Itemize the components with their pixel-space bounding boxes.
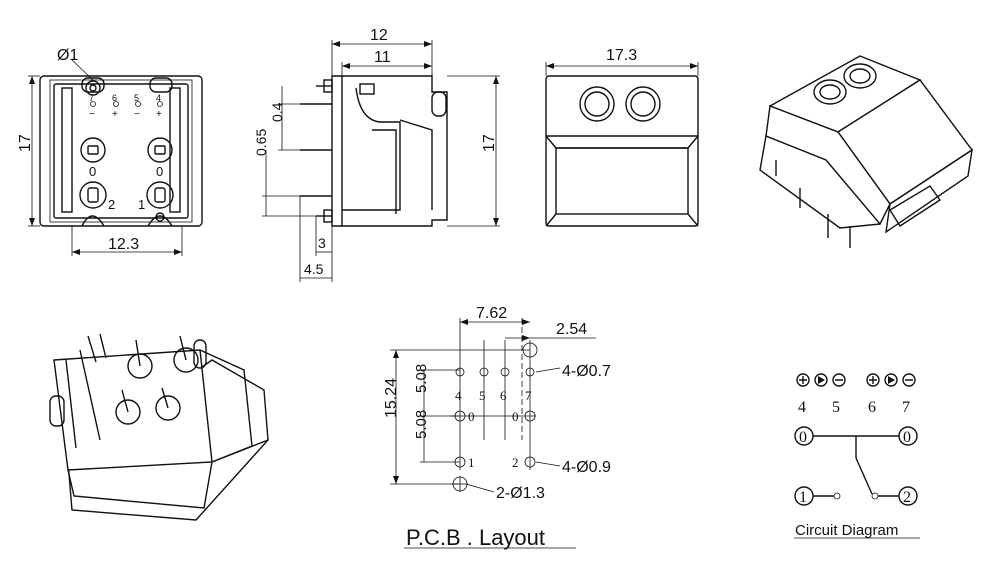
side-view xyxy=(262,40,500,282)
circuit-pin-6: 6 xyxy=(868,399,876,416)
circuit-title: Circuit Diagram xyxy=(795,522,898,539)
pin-sign-7: − xyxy=(89,109,95,120)
pcb-title: P.C.B . Layout xyxy=(406,525,545,550)
mid-label-left: 0 xyxy=(89,164,96,179)
pcb-pin-4: 4 xyxy=(455,388,462,403)
hole-dia-label: Ø1 xyxy=(57,47,78,64)
pcb-hole-a-label: 4-Ø0.7 xyxy=(562,363,611,380)
pin-gap-a-label: 0.4 xyxy=(269,102,285,122)
side-width-inner-label: 11 xyxy=(374,49,391,66)
circuit-pin-7: 7 xyxy=(902,399,910,416)
pcb-bottom-pin-1: 1 xyxy=(468,455,475,470)
side-width-outer-label: 12 xyxy=(370,27,388,44)
pin-sign-4: + xyxy=(156,109,162,120)
bottom-label-1: 1 xyxy=(138,197,145,212)
mid-label-right: 0 xyxy=(156,164,163,179)
isometric-view-top xyxy=(759,55,974,248)
bottom-label-2: 2 xyxy=(108,197,115,212)
top-view xyxy=(545,62,699,227)
pcb-pitch-x-label: 7.62 xyxy=(476,305,507,322)
pcb-row-gap-2-label: 5.08 xyxy=(413,410,430,439)
pcb-height-total-label: 15.24 xyxy=(383,378,400,418)
pin-label-4: 4 xyxy=(156,93,161,103)
side-height-label: 17 xyxy=(481,134,498,152)
circuit-pin-4: 4 xyxy=(798,399,806,416)
pcb-pin-5: 5 xyxy=(479,388,486,403)
isometric-view-bottom xyxy=(49,333,269,521)
pcb-pin-7: 7 xyxy=(525,388,532,403)
front-width-label: 12.3 xyxy=(108,236,139,253)
pcb-row-gap-1-label: 5.08 xyxy=(413,364,430,393)
pin-offset-b-label: 4.5 xyxy=(304,261,324,277)
pin-label-5: 5 xyxy=(134,93,139,103)
top-width-label: 17.3 xyxy=(606,47,637,64)
circuit-common-right: 0 xyxy=(903,429,911,446)
pcb-pitch-small-label: 2.54 xyxy=(556,321,587,338)
pcb-pin-6: 6 xyxy=(500,388,507,403)
pcb-bottom-pin-2: 2 xyxy=(512,455,519,470)
front-view xyxy=(28,59,203,256)
pin-offset-a-label: 3 xyxy=(318,235,326,251)
pin-sign-6: + xyxy=(112,109,118,120)
circuit-common-left: 0 xyxy=(799,429,807,446)
pcb-mid-pin-right: 0 xyxy=(512,409,519,424)
front-height-label: 17 xyxy=(17,134,34,152)
circuit-diagram xyxy=(794,373,920,539)
pcb-hole-c-label: 2-Ø1.3 xyxy=(496,485,545,502)
circuit-pin-5: 5 xyxy=(832,399,840,416)
pcb-hole-b-label: 4-Ø0.9 xyxy=(562,459,611,476)
circuit-switch-1: 1 xyxy=(799,489,807,506)
pin-label-6: 6 xyxy=(112,93,117,103)
pin-sign-5: − xyxy=(134,109,140,120)
pin-label-7: 7 xyxy=(89,93,94,103)
pcb-mid-pin-left: 0 xyxy=(468,409,475,424)
pin-gap-b-label: 0.65 xyxy=(253,129,269,156)
circuit-switch-2: 2 xyxy=(903,489,911,506)
pcb-layout xyxy=(390,318,596,549)
